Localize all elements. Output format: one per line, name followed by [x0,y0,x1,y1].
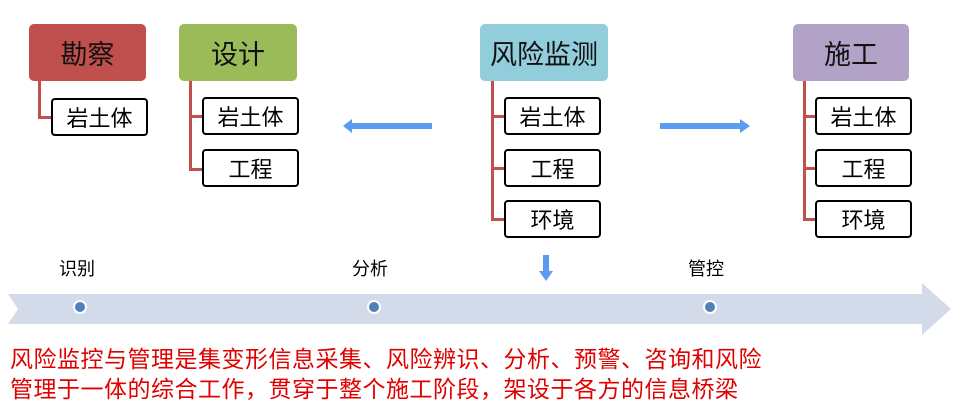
connector [803,115,817,118]
connector [38,116,52,119]
timeline-dot [703,300,717,314]
stage-monitor-item: 环境 [504,200,601,238]
arrow-right-icon [660,119,750,133]
connector [491,81,494,221]
connector [803,81,806,221]
timeline-arrow [8,283,951,335]
timeline-label-identify: 识别 [59,259,95,280]
stage-design-header: 设计 [179,24,297,81]
stage-survey-item: 岩土体 [51,98,148,136]
stage-construction-item: 环境 [815,200,912,238]
arrow-down-icon [539,255,553,281]
connector [189,115,203,118]
stage-monitor-item: 工程 [504,149,601,187]
timeline-label-analyze: 分析 [352,259,388,280]
connector [38,81,41,119]
stage-construction-item: 工程 [815,149,912,187]
connector [491,167,505,170]
connector [803,167,817,170]
connector [803,218,817,221]
description-line-1: 风险监控与管理是集变形信息采集、风险辨识、分析、预警、咨询和风险 [10,347,762,373]
stage-design-item: 工程 [202,149,299,187]
timeline-dot [367,300,381,314]
timeline-label-control: 管控 [688,259,724,280]
description-line-2: 管理于一体的综合工作，贯穿于整个施工阶段，架设于各方的信息桥梁 [10,377,739,403]
stage-design-item: 岩土体 [202,97,299,135]
connector [491,218,505,221]
stage-survey-header: 勘察 [29,24,146,81]
connector [189,168,203,171]
arrow-left-icon [343,119,432,133]
stage-monitor-header: 风险监测 [480,24,608,81]
stage-construction-item: 岩土体 [815,97,912,135]
timeline-dot [73,300,87,314]
stage-monitor-item: 岩土体 [504,97,601,135]
connector [491,115,505,118]
stage-construction-header: 施工 [793,24,909,81]
connector [189,81,192,171]
